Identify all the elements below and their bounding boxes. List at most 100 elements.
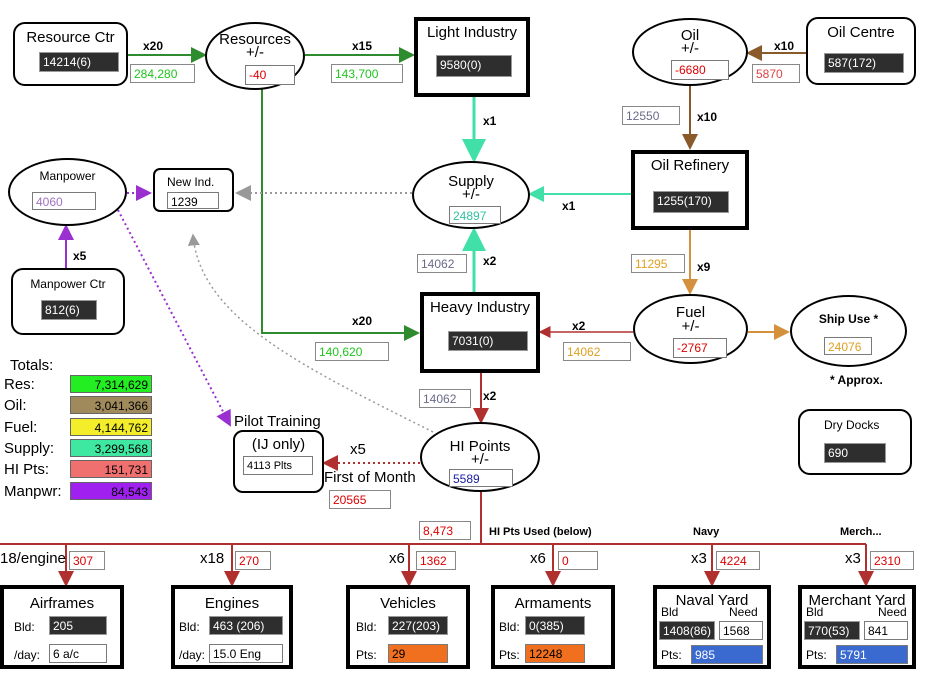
oil-sub: +/- — [681, 40, 699, 57]
totals-row-value: 4,144,762 — [70, 418, 152, 436]
label-rc-res-mult: x20 — [143, 39, 164, 53]
vehicles-row1-label: Bld: — [356, 620, 377, 634]
merchant-yard-bld-label: Bld — [806, 605, 824, 619]
oil-node: Oil +/- -6680 — [632, 18, 748, 86]
merchant-yard-need-value: 841 — [864, 621, 908, 640]
airframes-node: Airframes Bld: 205 /day: 6 a/c — [0, 585, 124, 669]
heavy-industry-value: 7031(0) — [448, 331, 528, 351]
label-first-of-month: First of Month — [324, 469, 416, 486]
oil-centre-value: 587(172) — [824, 53, 904, 73]
totals-row-value: 3,299,568 — [70, 439, 152, 457]
airframes-row1-value: 205 — [49, 616, 107, 635]
manpower-ctr-title: Manpower Ctr — [30, 277, 106, 291]
resources-value: -40 — [245, 65, 295, 85]
manpower-ctr-node: Manpower Ctr 812(6) — [11, 268, 125, 335]
airframes-input: 307 — [69, 551, 105, 570]
label-oc-oil-mult: x10 — [774, 39, 795, 53]
label-oc-oil-val: 5870 — [752, 64, 800, 83]
merchant-yard-input: 2310 — [870, 551, 914, 570]
label-hi-sup-val: 14062 — [417, 254, 467, 273]
vehicles-row2-value: 29 — [388, 644, 448, 663]
new-ind-node: New Ind. 1239 — [153, 168, 234, 212]
heavy-industry-title: Heavy Industry — [429, 299, 531, 316]
dry-docks-title: Dry Docks — [824, 418, 880, 432]
pilot-training-value: 4113 Plts — [243, 456, 313, 475]
new-ind-title: New Ind. — [167, 175, 215, 189]
label-res-hi-mult: x20 — [352, 314, 373, 328]
resources-sub: +/- — [246, 44, 264, 61]
ship-use-node: Ship Use * 24076 — [790, 295, 907, 367]
label-fuel-hi-mult: x2 — [572, 319, 586, 333]
airframes-row1-label: Bld: — [14, 620, 35, 634]
pilot-training-sub: (IJ only) — [251, 436, 306, 453]
armaments-input: 0 — [558, 551, 598, 570]
merchant-yard-pts-label: Pts: — [806, 648, 827, 662]
resource-ctr-value: 14214(6) — [39, 52, 119, 72]
resources-node: Resources +/- -40 — [205, 22, 305, 90]
engines-row1-label: Bld: — [179, 620, 200, 634]
new-ind-value: 1239 — [167, 192, 219, 209]
label-res-li-mult: x15 — [352, 39, 373, 53]
totals-row-value: 84,543 — [70, 482, 152, 500]
manpower-ctr-value: 812(6) — [41, 300, 97, 320]
label-hi-hip-mult: x2 — [483, 389, 497, 403]
totals-row-label: HI Pts: — [4, 461, 50, 478]
engines-node: Engines Bld: 463 (206) /day: 15.0 Eng — [171, 585, 293, 669]
ship-use-value: 24076 — [824, 337, 872, 355]
airframes-row2-label: /day: — [14, 648, 41, 662]
totals-row-label: Res: — [4, 376, 35, 393]
engines-mult: x18 — [200, 550, 225, 567]
arrow-hi-points-to-new-ind — [187, 233, 434, 433]
fuel-node: Fuel +/- -2767 — [633, 294, 748, 364]
heavy-industry-node: Heavy Industry 7031(0) — [420, 292, 540, 373]
engines-title: Engines — [204, 595, 260, 612]
arrow-manpower-to-pilot — [117, 209, 231, 427]
totals-row-label: Oil: — [4, 397, 27, 414]
totals-row-label: Supply: — [4, 440, 55, 457]
label-first-of-month-val: 20565 — [329, 490, 391, 509]
totals-row-value: 3,041,366 — [70, 396, 152, 414]
light-industry-value: 9580(0) — [436, 55, 512, 77]
armaments-row2-label: Pts: — [499, 648, 520, 662]
label-hi-used: HI Pts Used (below) — [489, 526, 592, 538]
fuel-value: -2767 — [673, 338, 727, 358]
label-oil-ref-mult: x10 — [697, 110, 718, 124]
label-oil-ref-val: 12550 — [622, 106, 680, 125]
hi-points-value: 5589 — [449, 469, 513, 487]
dry-docks-node: Dry Docks 690 — [798, 409, 912, 475]
fuel-sub: +/- — [681, 318, 700, 335]
naval-yard-input: 4224 — [716, 551, 760, 570]
label-ref-fuel-val: 11295 — [631, 254, 685, 273]
oil-centre-title: Oil Centre — [827, 24, 895, 41]
engines-row2-value: 15.0 Eng — [209, 644, 283, 663]
label-ref-sup-mult: x1 — [562, 199, 576, 213]
label-navy: Navy — [693, 526, 720, 538]
airframes-row2-value: 6 a/c — [49, 644, 107, 663]
label-merch: Merch... — [840, 526, 882, 538]
ship-use-title: Ship Use * — [818, 312, 879, 326]
totals-row-label: Fuel: — [4, 419, 38, 436]
armaments-title: Armaments — [514, 595, 592, 612]
naval-yard-title: Naval Yard — [675, 592, 749, 609]
totals-row-label: Manpwr: — [4, 483, 62, 500]
pilot-training-node: (IJ only) 4113 Plts — [233, 430, 324, 493]
naval-yard-bld-label: Bld — [661, 605, 679, 619]
hi-points-sub: +/- — [471, 451, 489, 468]
supply-sub: +/- — [462, 186, 480, 203]
vehicles-row2-label: Pts: — [356, 648, 377, 662]
vehicles-mult: x6 — [389, 550, 405, 567]
label-hi-used-val: 8,473 — [419, 521, 471, 540]
resource-ctr-node: Resource Ctr 14214(6) — [13, 22, 128, 86]
oil-refinery-value: 1255(170) — [653, 191, 729, 213]
label-hi-sup-mult: x2 — [483, 254, 497, 268]
pilot-training-title: Pilot Training — [234, 413, 321, 430]
vehicles-title: Vehicles — [380, 595, 436, 612]
label-res-hi-val: 140,620 — [315, 342, 389, 361]
label-mpc-mp-mult: x5 — [73, 249, 87, 263]
label-ref-fuel-mult: x9 — [697, 260, 711, 274]
airframes-mult: 18/engine — [0, 550, 66, 567]
merchant-yard-mult: x3 — [845, 550, 861, 567]
naval-yard-pts-value: 985 — [691, 645, 763, 664]
vehicles-node: Vehicles Bld: 227(203) Pts: 29 — [346, 585, 470, 669]
